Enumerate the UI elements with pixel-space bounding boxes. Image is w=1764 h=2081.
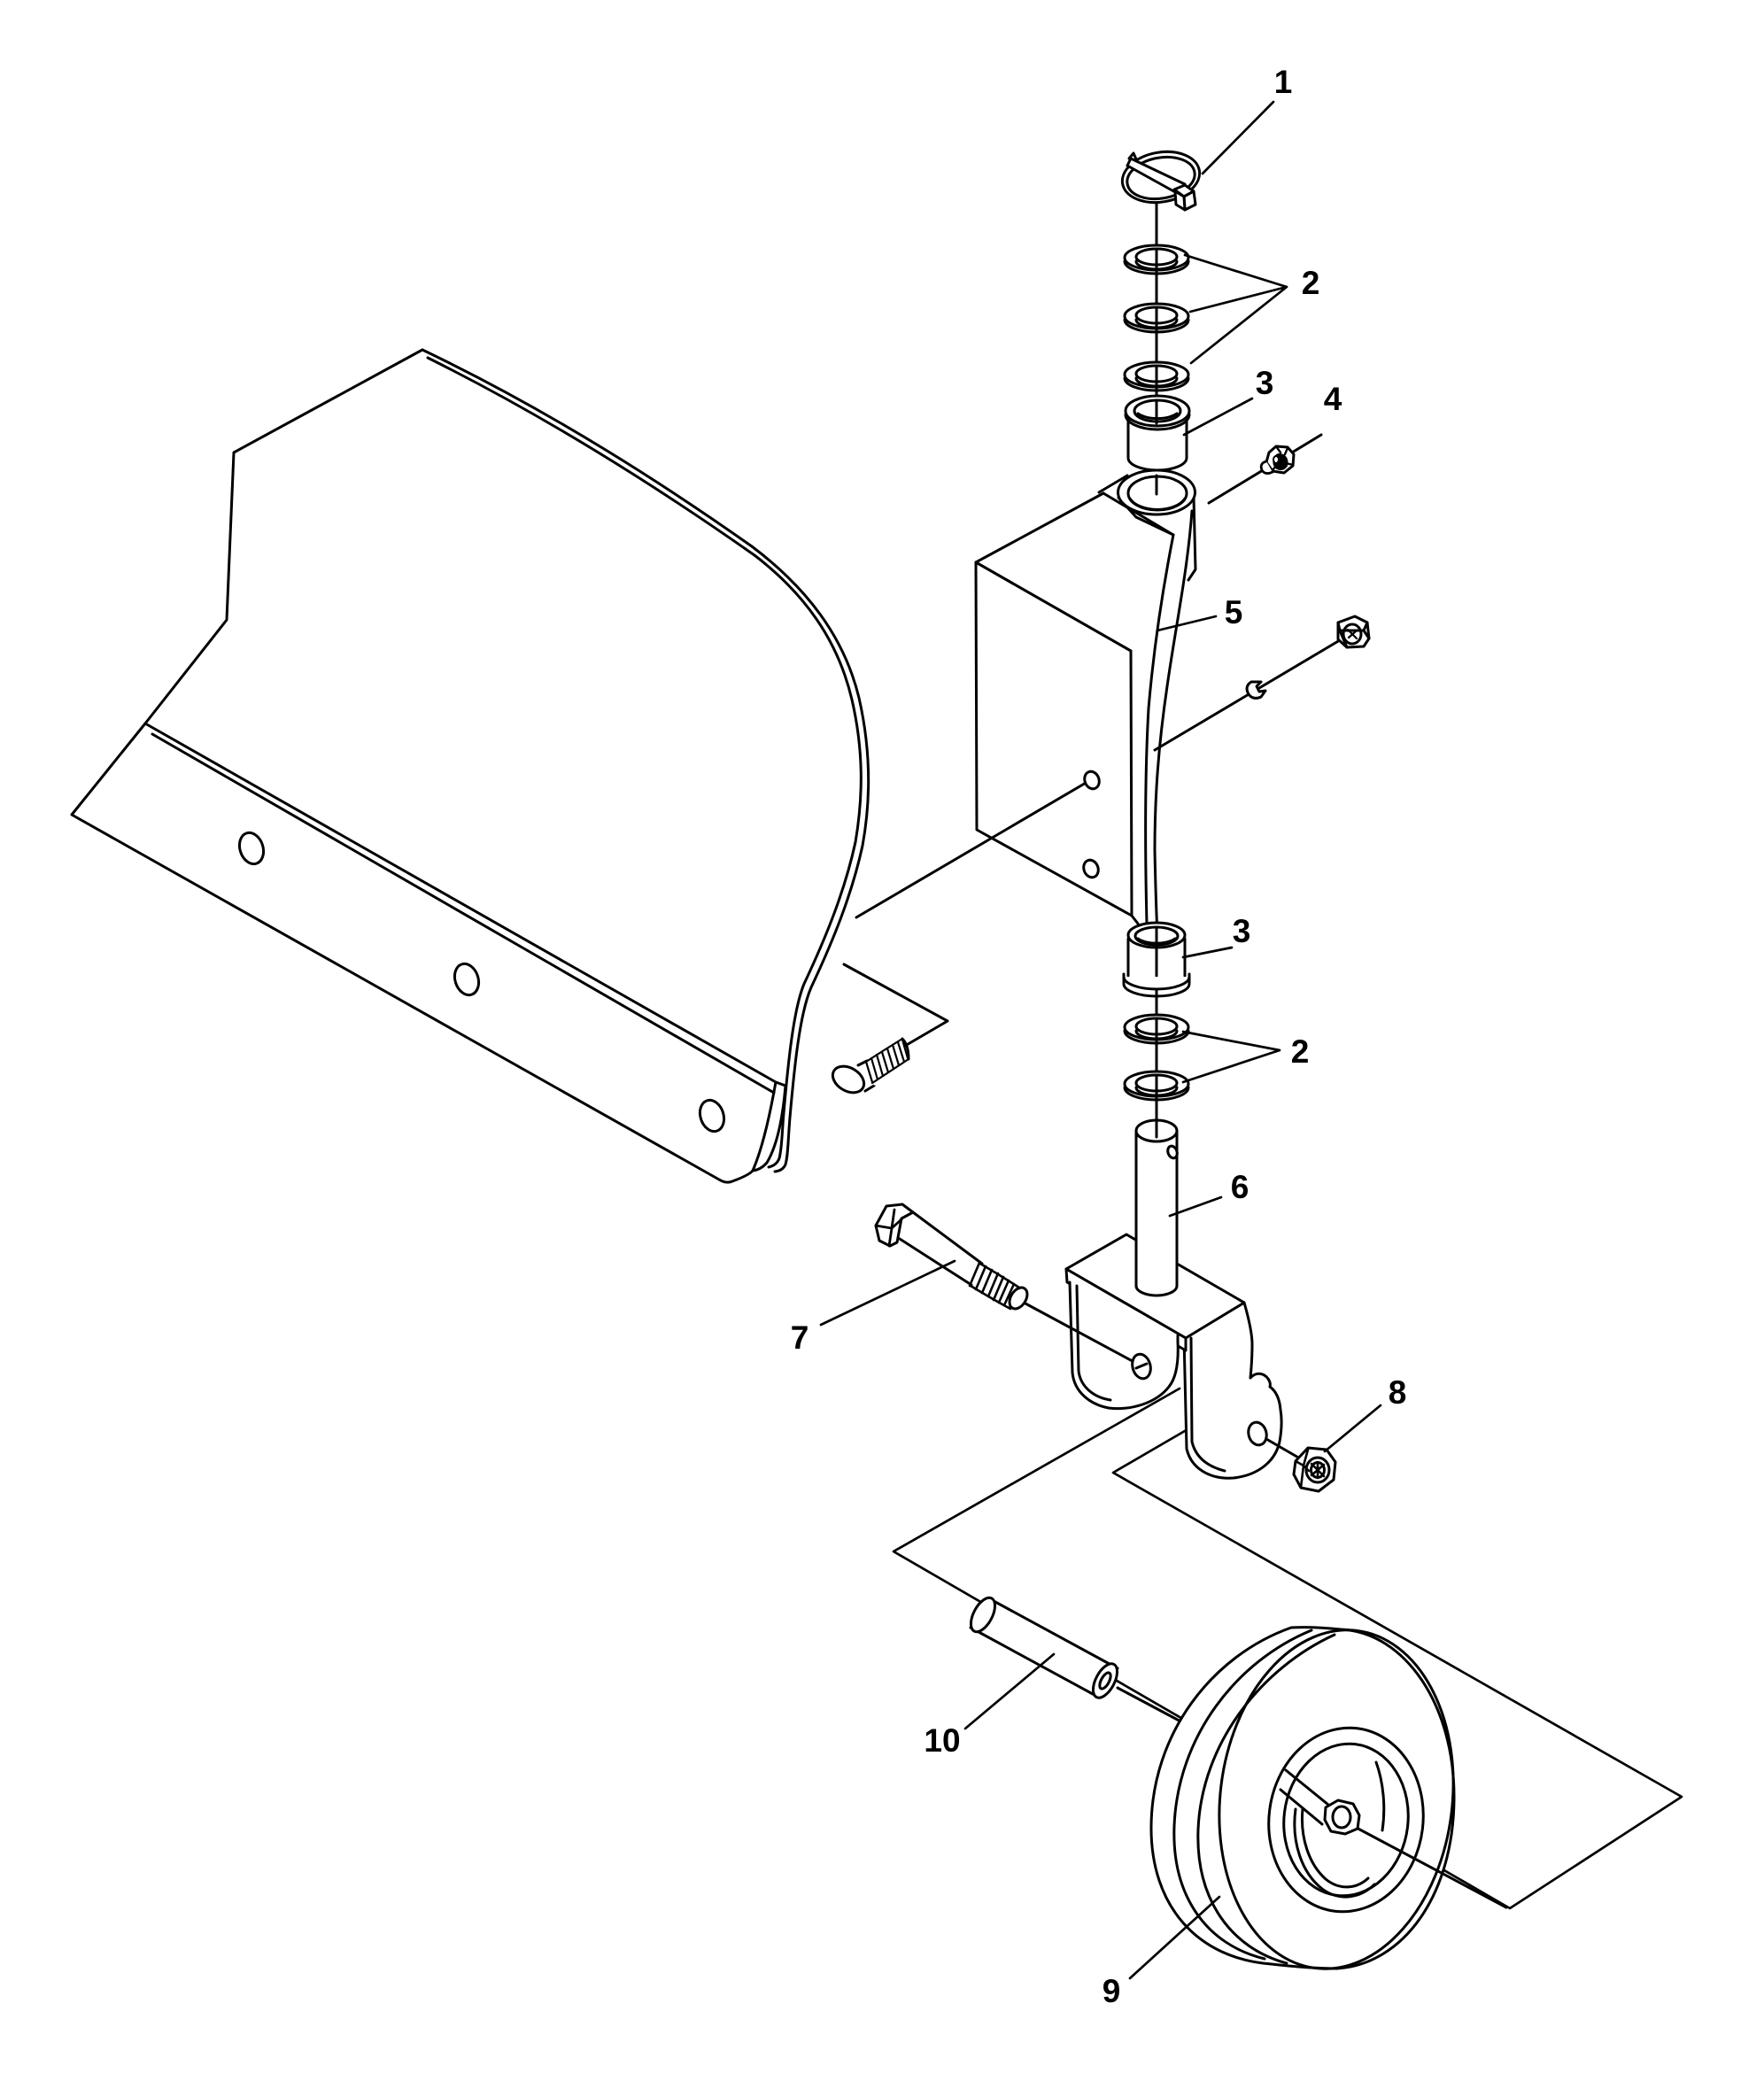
svg-text:3: 3 — [1233, 913, 1251, 949]
svg-text:8: 8 — [1389, 1374, 1407, 1411]
svg-text:6: 6 — [1231, 1169, 1250, 1205]
svg-text:7: 7 — [791, 1319, 809, 1356]
svg-text:4: 4 — [1324, 381, 1342, 417]
svg-text:2: 2 — [1291, 1033, 1310, 1070]
svg-text:9: 9 — [1102, 1973, 1121, 2009]
svg-text:5: 5 — [1225, 594, 1243, 630]
svg-text:3: 3 — [1256, 365, 1274, 401]
svg-text:2: 2 — [1302, 265, 1320, 301]
svg-text:10: 10 — [924, 1722, 960, 1759]
svg-text:1: 1 — [1274, 64, 1293, 100]
